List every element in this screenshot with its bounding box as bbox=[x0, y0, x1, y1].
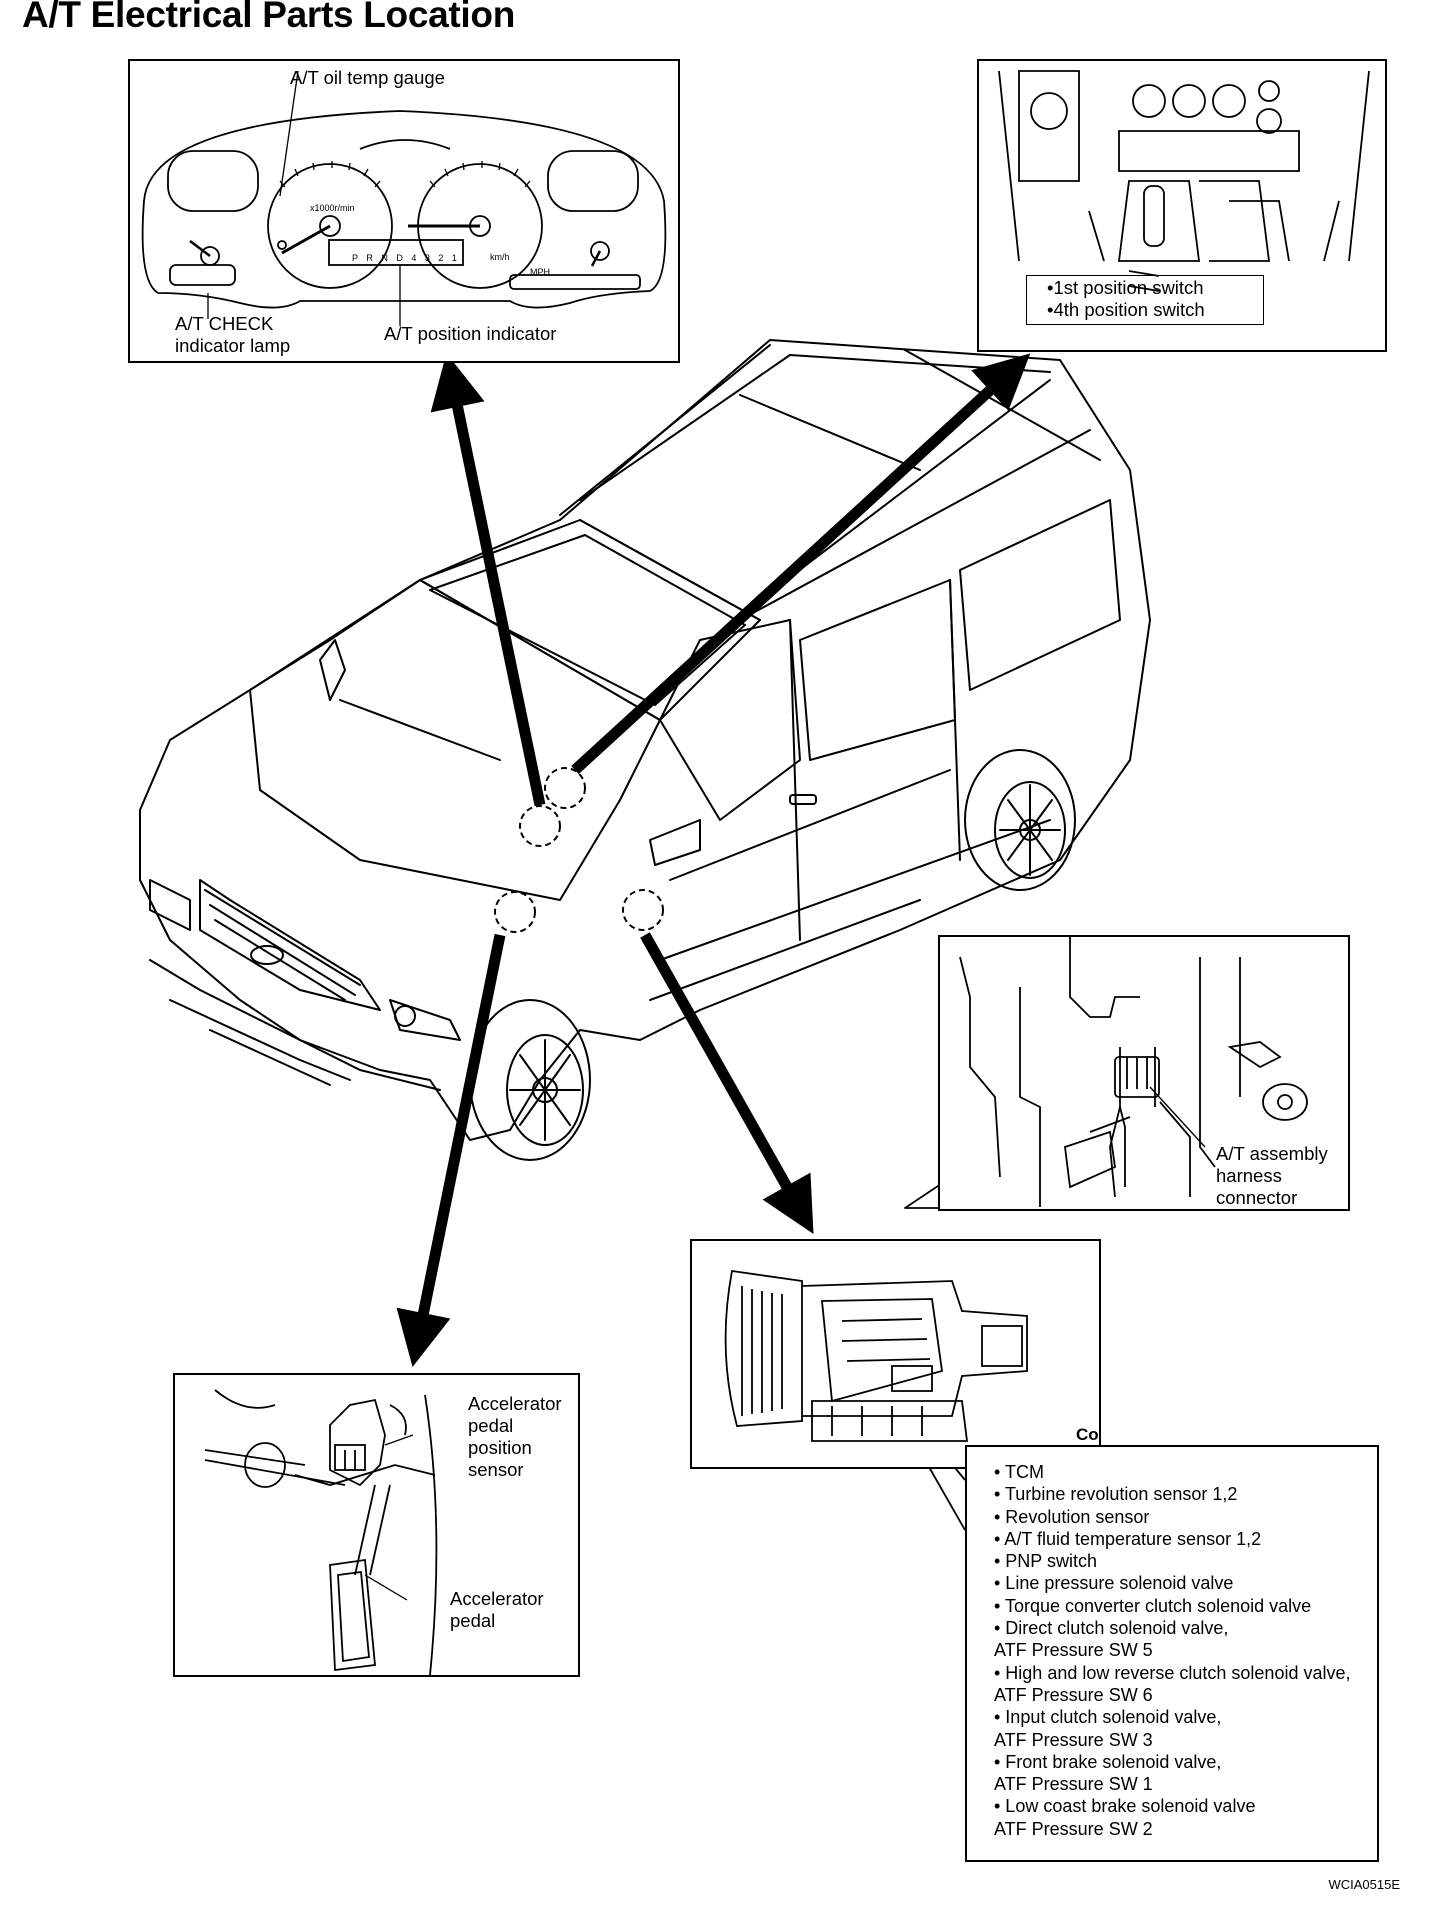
control-valve-item: • Low coast brake solenoid valve bbox=[994, 1796, 1256, 1817]
control-valve-item: • Front brake solenoid valve, bbox=[994, 1751, 1222, 1772]
switch-callout: •1st position switch •4th position switc… bbox=[1026, 275, 1264, 325]
location-circle-pedal bbox=[494, 891, 536, 933]
pedal-sensor-label-line2: pedal bbox=[468, 1415, 514, 1436]
connector-panel: A/T assembly harness connector bbox=[938, 935, 1350, 1211]
check-lamp-label-line1: A/T CHECK bbox=[175, 313, 274, 334]
connector-label-line3: connector bbox=[1216, 1187, 1298, 1208]
pedal-sensor-label-line3: position bbox=[468, 1437, 532, 1458]
console-panel: •1st position switch •4th position switc… bbox=[977, 59, 1387, 352]
pedal-label-line2: pedal bbox=[450, 1610, 496, 1631]
center-console-drawing bbox=[998, 70, 1370, 292]
location-circle-cluster bbox=[519, 805, 561, 847]
instrument-cluster-drawing bbox=[141, 70, 667, 326]
connector-label-line2: harness bbox=[1216, 1165, 1282, 1186]
arrow-to-transmission bbox=[640, 932, 814, 1234]
control-valve-item: ATF Pressure SW 3 bbox=[994, 1729, 1153, 1750]
pedal-sensor-label-line4: sensor bbox=[468, 1459, 524, 1480]
arrow-to-cluster bbox=[430, 353, 546, 807]
control-valve-list-panel: • TCM• Turbine revolution sensor 1,2• Re… bbox=[965, 1445, 1379, 1862]
accelerator-pedal-drawing bbox=[204, 1389, 438, 1675]
control-valve-item: ATF Pressure SW 6 bbox=[994, 1684, 1153, 1705]
control-valve-item: ATF Pressure SW 2 bbox=[994, 1818, 1153, 1839]
fourth-position-switch-label: •4th position switch bbox=[1047, 299, 1205, 320]
arrow-to-console bbox=[571, 353, 1031, 775]
oil-temp-gauge-label: A/T oil temp gauge bbox=[290, 67, 445, 88]
page-title: A/T Electrical Parts Location bbox=[22, 0, 516, 35]
control-valve-item: • PNP switch bbox=[994, 1551, 1097, 1572]
harness-connector-drawing bbox=[959, 937, 1308, 1207]
first-position-switch-label: •1st position switch bbox=[1047, 277, 1204, 298]
control-valve-list: • TCM• Turbine revolution sensor 1,2• Re… bbox=[994, 1461, 1377, 1840]
control-valve-item: • Input clutch solenoid valve, bbox=[994, 1707, 1222, 1728]
pedal-sensor-label-line1: Accelerator bbox=[468, 1393, 562, 1414]
control-valve-item: • Line pressure solenoid valve bbox=[994, 1573, 1234, 1594]
pedal-label-line1: Accelerator bbox=[450, 1588, 544, 1609]
control-valve-item: ATF Pressure SW 1 bbox=[994, 1774, 1153, 1795]
control-valve-item: • Direct clutch solenoid valve, bbox=[994, 1618, 1229, 1639]
control-valve-item: ATF Pressure SW 5 bbox=[994, 1640, 1153, 1661]
kmh-unit-label: km/h bbox=[490, 252, 510, 262]
position-indicator-label: A/T position indicator bbox=[384, 323, 557, 344]
location-circle-transmission bbox=[622, 889, 664, 931]
control-valve-item: • High and low reverse clutch solenoid v… bbox=[994, 1662, 1351, 1683]
transmission-panel: Control valve with TCM bbox=[690, 1239, 1101, 1469]
control-valve-item: • TCM bbox=[994, 1462, 1044, 1482]
transmission-drawing bbox=[724, 1269, 1028, 1442]
control-valve-item: • Torque converter clutch solenoid valve bbox=[994, 1595, 1312, 1616]
connector-label-line1: A/T assembly bbox=[1216, 1143, 1328, 1164]
control-valve-item: • Turbine revolution sensor 1,2 bbox=[994, 1484, 1238, 1505]
arrow-to-pedal bbox=[396, 933, 506, 1367]
pedal-panel: Accelerator pedal position sensor Accele… bbox=[173, 1373, 580, 1677]
speed-unit-label: MPH bbox=[530, 267, 550, 277]
control-valve-item: • A/T fluid temperature sensor 1,2 bbox=[994, 1528, 1262, 1549]
figure-code: WCIA0515E bbox=[1328, 1877, 1400, 1892]
check-lamp-label-line2: indicator lamp bbox=[175, 335, 291, 356]
location-circle-console bbox=[544, 767, 586, 809]
control-valve-caption: Control valve with TCM bbox=[1076, 1425, 1099, 1444]
control-valve-item: • Revolution sensor bbox=[994, 1506, 1150, 1527]
indicator-readout: P R N D 4 3 2 1 bbox=[352, 253, 460, 263]
rpm-unit-label: x1000r/min bbox=[310, 203, 355, 213]
cluster-panel: A/T oil temp gauge A/T CHECK indicator l… bbox=[128, 59, 680, 363]
